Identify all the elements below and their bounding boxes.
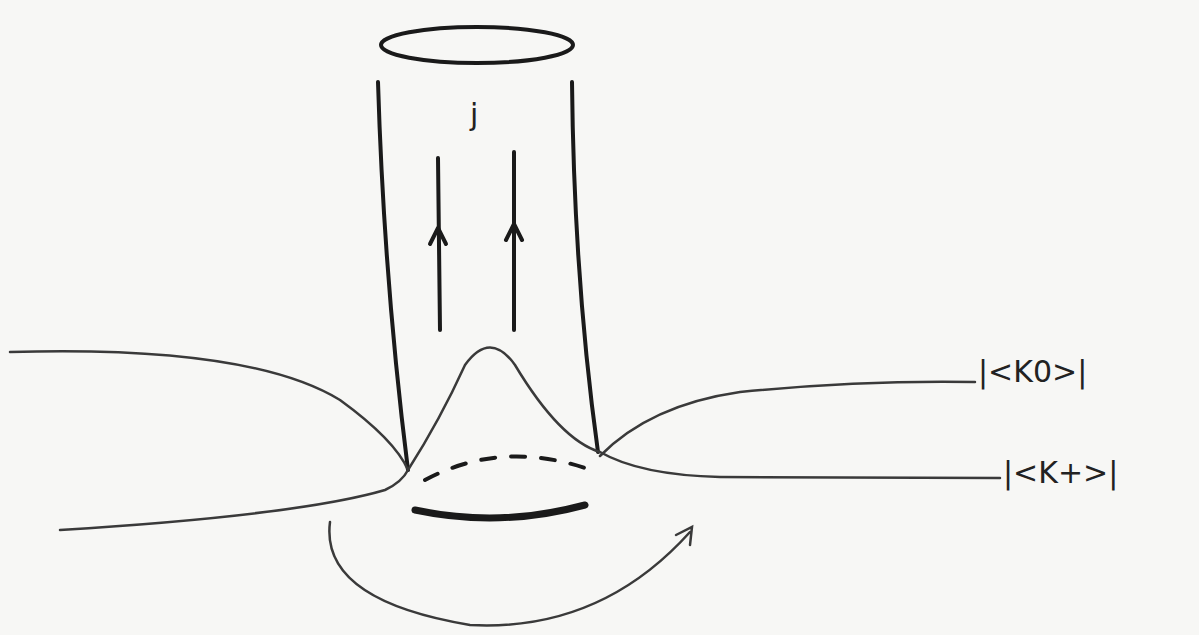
cylinder-wall	[378, 82, 408, 470]
k0-profile	[600, 382, 975, 456]
cylinder-top	[381, 27, 573, 63]
k0-profile	[10, 351, 408, 470]
circulation-arrowhead	[676, 527, 692, 545]
field-label: |<K+>|	[1003, 458, 1118, 488]
current-arrow	[438, 158, 440, 330]
cylinder-wall	[572, 82, 598, 452]
current-label: j	[470, 100, 478, 130]
kplus-profile	[60, 348, 1000, 531]
current-arrow	[512, 152, 516, 330]
cylinder-bottom-back	[425, 456, 585, 480]
current-arrowhead	[430, 228, 446, 244]
field-label: |<K0>|	[978, 357, 1087, 387]
current-arrowhead	[506, 224, 522, 240]
circulation-arrow	[329, 522, 690, 625]
cylinder-bottom-front	[415, 505, 585, 518]
